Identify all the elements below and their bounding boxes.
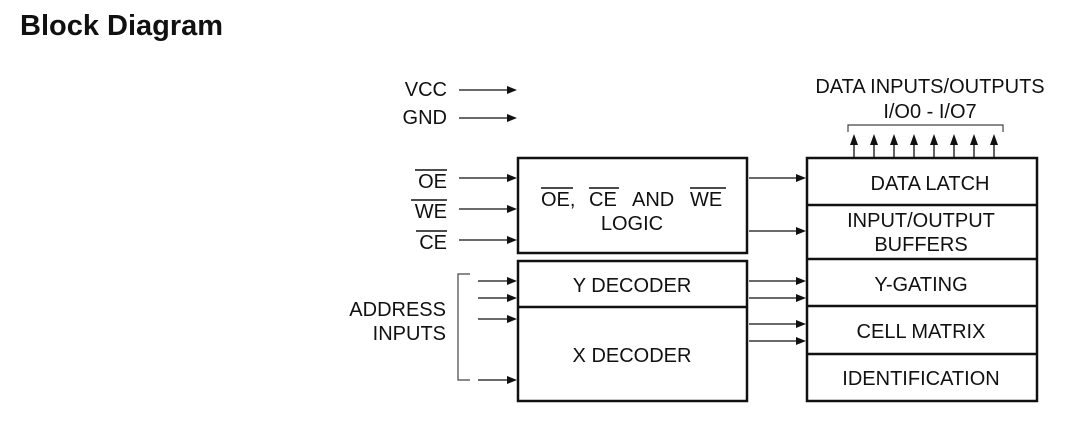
gnd-label: GND [403, 107, 447, 129]
logic-box [516, 156, 749, 255]
data-io-label-line2: I/O0 - I/O7 [883, 101, 976, 123]
cell-matrix-label: CELL MATRIX [857, 321, 986, 343]
xdec-to-matrix-arrowhead-2 [796, 337, 806, 345]
data-latch-label: DATA LATCH [871, 173, 990, 195]
ydec-to-ygating-arrowhead-2 [796, 294, 806, 302]
ydec-to-ygating-arrowhead-1 [796, 277, 806, 285]
io-buffers-label-line2: BUFFERS [874, 234, 967, 256]
we-arrowhead [507, 205, 517, 213]
io-buffers-label-line1: INPUT/OUTPUT [847, 210, 995, 232]
oe-arrowhead [507, 174, 517, 182]
io-arrowhead-1 [870, 134, 878, 145]
identification-label: IDENTIFICATION [842, 368, 999, 390]
io-arrowhead-7 [990, 134, 998, 145]
ce-arrowhead [507, 236, 517, 244]
address-arrowhead-2 [507, 294, 517, 302]
x-decoder-label: X DECODER [573, 345, 692, 367]
xdec-to-matrix-arrowhead-1 [796, 320, 806, 328]
io-arrowhead-0 [850, 134, 858, 145]
address-arrowhead-1 [507, 277, 517, 285]
gnd-arrowhead [507, 114, 517, 122]
logic-to-latch-arrowhead [796, 174, 806, 182]
oe-input-label: OE [418, 171, 447, 193]
logic-we-label: WE [690, 189, 722, 211]
io-arrows [850, 134, 998, 157]
logic-oe-label: OE, [541, 189, 575, 211]
page-title: Block Diagram [20, 10, 224, 42]
vcc-arrowhead [507, 86, 517, 94]
io-arrowhead-2 [890, 134, 898, 145]
right-block-stack [805, 156, 1039, 403]
address-bracket [457, 273, 470, 381]
address-arrowhead-4 [507, 376, 517, 384]
logic-ce-label: CE [589, 189, 617, 211]
logic-to-buffers-arrowhead [796, 227, 806, 235]
vcc-label: VCC [405, 79, 447, 101]
io-arrowhead-6 [970, 134, 978, 145]
logic-and-label: AND [632, 189, 674, 211]
io-arrowhead-5 [950, 134, 958, 145]
ce-input-label: CE [419, 232, 447, 254]
address-label-line2: INPUTS [373, 323, 446, 345]
decoder-box [516, 259, 749, 403]
y-gating-label: Y-GATING [874, 274, 967, 296]
address-label-line1: ADDRESS [349, 299, 446, 321]
address-arrowhead-3 [507, 315, 517, 323]
y-decoder-label: Y DECODER [573, 275, 692, 297]
we-input-label: WE [415, 201, 447, 223]
data-io-label-line1: DATA INPUTS/OUTPUTS [815, 76, 1044, 98]
io-arrowhead-3 [910, 134, 918, 145]
logic-label-line2: LOGIC [601, 213, 663, 235]
io-arrowhead-4 [930, 134, 938, 145]
io-bracket [847, 124, 1004, 132]
